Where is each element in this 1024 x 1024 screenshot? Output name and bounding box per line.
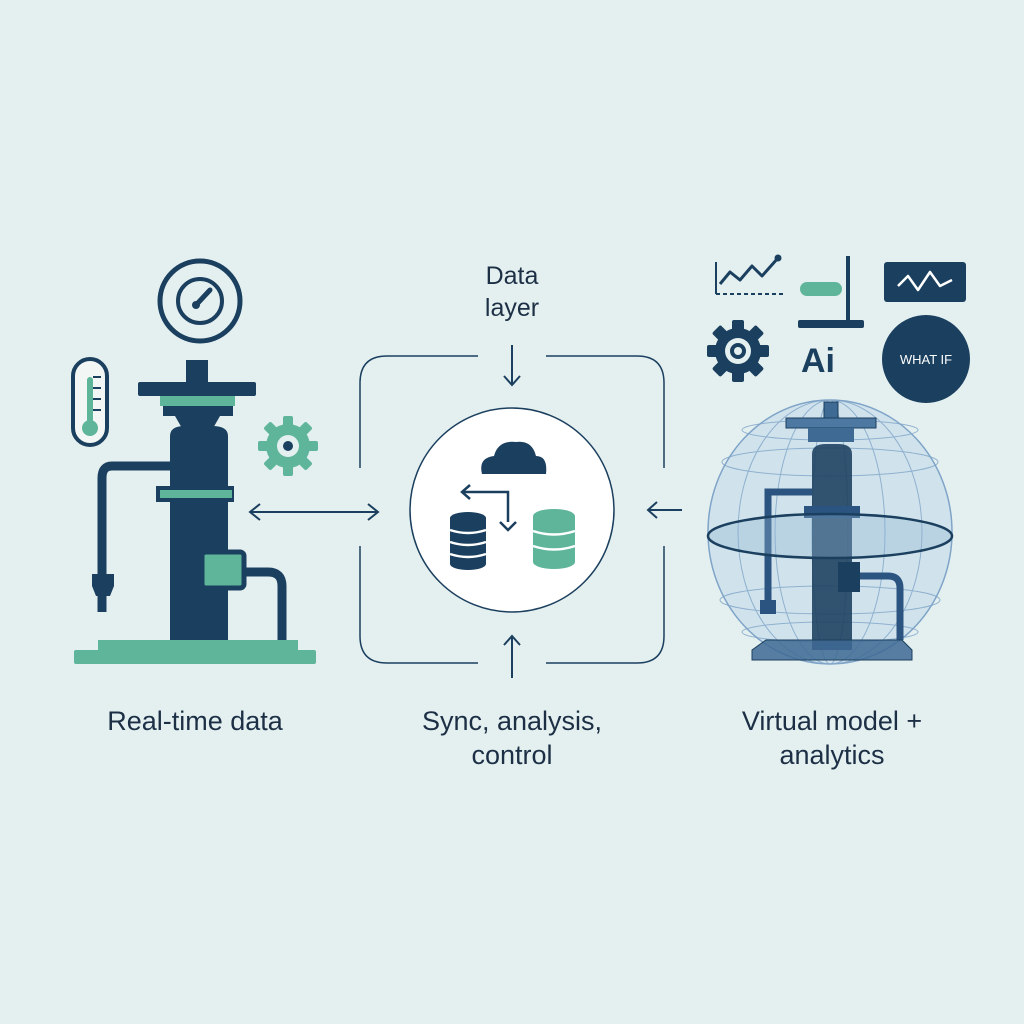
hub-circle — [409, 407, 615, 613]
twin-caption-line2: analytics — [779, 740, 885, 770]
sync-arrow-icon — [460, 484, 517, 532]
hub-caption-line2: control — [471, 740, 553, 770]
thermometer-icon — [71, 357, 109, 447]
data-hub-group: Data layer — [359, 262, 665, 664]
database-icon — [449, 512, 487, 570]
gear-icon — [707, 320, 769, 382]
digital-twin-group: Ai WHAT IF — [706, 254, 970, 665]
what-if-label: WHAT IF — [900, 352, 952, 367]
data-layer-down-arrow — [503, 345, 521, 387]
ai-icon: Ai — [801, 342, 835, 380]
line-chart-icon — [715, 254, 784, 295]
database-icon — [532, 509, 576, 569]
data-layer-label-line1: Data — [486, 262, 539, 290]
wireframe-sphere-twin — [706, 399, 954, 665]
twin-caption: Virtual model + analytics — [682, 704, 982, 772]
hub-caption-line1: Sync, analysis, — [421, 706, 603, 736]
gauge-icon — [157, 258, 243, 344]
data-flow-arrow-right — [646, 501, 682, 519]
gear-icon — [258, 416, 318, 476]
data-layer-label-line2: layer — [485, 294, 539, 322]
pump-machine — [74, 360, 316, 664]
control-up-arrow — [503, 634, 521, 678]
hub-caption: Sync, analysis, control — [362, 704, 662, 772]
hub-bracket-frame — [359, 355, 665, 664]
virtual-pump-model — [751, 401, 913, 661]
slider-icon — [798, 256, 864, 328]
physical-caption: Real-time data — [107, 706, 283, 736]
physical-asset-group — [71, 258, 318, 664]
cloud-icon — [481, 441, 547, 474]
twin-caption-line1: Virtual model + — [741, 706, 923, 736]
sync-arrow-left — [248, 503, 380, 521]
what-if-badge: WHAT IF — [882, 315, 970, 403]
monitor-chart-icon — [884, 262, 966, 302]
